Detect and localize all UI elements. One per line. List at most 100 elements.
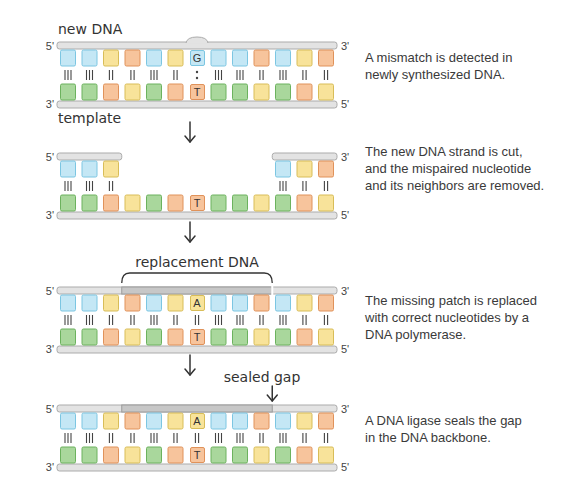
backbone <box>57 101 337 108</box>
step-caption: The new DNA strand is cut, and the mispa… <box>365 143 546 194</box>
hydrogen-bond <box>306 181 307 191</box>
nucleotide <box>276 413 291 429</box>
hydrogen-bond <box>173 315 174 325</box>
nucleotide <box>233 195 248 211</box>
nucleotide <box>104 84 119 100</box>
strand-end-label: 5' <box>341 98 349 111</box>
nucleotide <box>319 447 334 463</box>
step-arrow-head <box>185 369 195 375</box>
hydrogen-bond <box>279 315 280 325</box>
nucleotide <box>319 329 334 345</box>
nucleotide <box>147 195 162 211</box>
nucleotide <box>82 329 97 345</box>
nucleotide-box: A <box>190 413 205 429</box>
hydrogen-bond <box>109 70 110 80</box>
hydrogen-bond <box>153 70 154 80</box>
hydrogen-bond <box>324 315 325 325</box>
replacement-backbone <box>122 287 273 294</box>
nucleotide <box>233 50 248 66</box>
backbone <box>57 287 337 294</box>
hydrogen-bond <box>130 315 131 325</box>
nucleotide <box>297 329 312 345</box>
nucleotide <box>61 195 76 211</box>
hydrogen-bond <box>242 433 243 443</box>
base-letter: A <box>193 298 200 309</box>
hydrogen-bond <box>218 70 219 80</box>
nucleotide <box>233 84 248 100</box>
nucleotide <box>125 84 140 100</box>
nucleotide <box>147 447 162 463</box>
nucleotide <box>233 413 248 429</box>
nucleotide <box>319 295 334 311</box>
nucleotide-box: G <box>190 50 205 66</box>
hydrogen-bond <box>195 315 196 325</box>
hydrogen-bond <box>218 315 219 325</box>
strand-end-label: 3' <box>46 461 54 474</box>
hydrogen-bond <box>279 70 280 80</box>
bracket <box>122 273 273 283</box>
nucleotide <box>297 413 312 429</box>
hydrogen-bond <box>259 70 260 80</box>
nucleotide <box>82 295 97 311</box>
hydrogen-bond <box>279 433 280 443</box>
nucleotide <box>211 50 226 66</box>
nucleotide <box>104 329 119 345</box>
strand-end-label: 5' <box>46 285 54 298</box>
strand-end-label: 3' <box>341 285 349 298</box>
hydrogen-bond <box>92 181 93 191</box>
hydrogen-bond <box>282 181 283 191</box>
nucleotide <box>61 329 76 345</box>
hydrogen-bond <box>215 70 216 80</box>
backbone <box>272 153 337 160</box>
nucleotide-box: T <box>190 84 205 100</box>
hydrogen-bond <box>70 181 71 191</box>
nucleotide <box>211 295 226 311</box>
strand-end-label: 5' <box>341 209 349 222</box>
hydrogen-bond <box>236 70 237 80</box>
hydrogen-bond <box>259 433 260 443</box>
hydrogen-bond <box>306 70 307 80</box>
hydrogen-bond <box>221 70 222 80</box>
hydrogen-bond <box>109 315 110 325</box>
nucleotide-box: T <box>190 329 205 345</box>
hydrogen-bond <box>302 315 303 325</box>
nucleotide <box>82 413 97 429</box>
nucleotide <box>104 50 119 66</box>
nucleotide <box>125 329 140 345</box>
strand-label: template <box>58 110 121 126</box>
hydrogen-bond <box>134 433 135 443</box>
step-caption: The missing patch is replaced with corre… <box>365 292 550 343</box>
hydrogen-bond <box>86 315 87 325</box>
nucleotide <box>233 447 248 463</box>
nucleotide <box>211 413 226 429</box>
hydrogen-bond <box>130 70 131 80</box>
hydrogen-bond <box>134 315 135 325</box>
hydrogen-bond <box>306 315 307 325</box>
nucleotide <box>297 84 312 100</box>
hydrogen-bond <box>285 181 286 191</box>
hydrogen-bond <box>109 181 110 191</box>
hydrogen-bond <box>134 70 135 80</box>
base-letter: T <box>194 87 201 98</box>
hydrogen-bond <box>67 181 68 191</box>
hydrogen-bond <box>150 315 151 325</box>
hydrogen-bond <box>64 433 65 443</box>
nucleotide <box>211 447 226 463</box>
hydrogen-bond <box>70 433 71 443</box>
step-arrow <box>189 122 191 142</box>
nucleotide <box>254 329 269 345</box>
hydrogen-bond <box>89 181 90 191</box>
nucleotide <box>168 195 183 211</box>
nucleotide-box: A <box>190 295 205 311</box>
hydrogen-bond <box>109 433 110 443</box>
nucleotide <box>276 295 291 311</box>
nucleotide-box: T <box>190 447 205 463</box>
hydrogen-bond <box>67 70 68 80</box>
hydrogen-bond <box>285 315 286 325</box>
nucleotide <box>254 50 269 66</box>
hydrogen-bond <box>150 433 151 443</box>
mismatch-mark <box>196 77 198 79</box>
hydrogen-bond <box>156 315 157 325</box>
hydrogen-bond <box>156 433 157 443</box>
base-letter: G <box>193 53 202 64</box>
